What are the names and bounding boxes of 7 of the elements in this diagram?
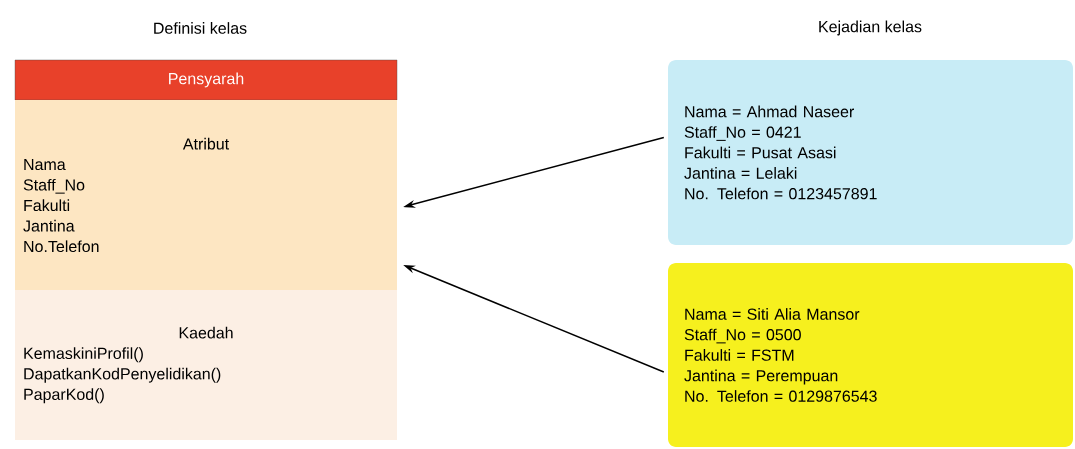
column-heading: Kejadian kelas [819,20,922,36]
instance-box: Nama = Ahmad Naseer Staff_No = 0421 Fakulti = Pusat Asasi Jantina = Lelaki No. Telefon = 0123457891 [668,60,1073,245]
instance-box: Nama = Siti Alia Mansor Staff_No = 0500 Fakulti = FSTM Jantina = Perempuan No. Telefon = 0129876543 [668,263,1073,447]
method-section: Kaedah KemaskiniProfil() DapatkanKodPenyelidikan() PaparKod() [15,290,397,440]
attribute-section: Atribut Nama Staff_No Fakulti Jantina No.Telefon [15,100,397,290]
column-heading: Definisi kelas [154,22,247,34]
class-name-header: Pensyarah [14,59,398,101]
